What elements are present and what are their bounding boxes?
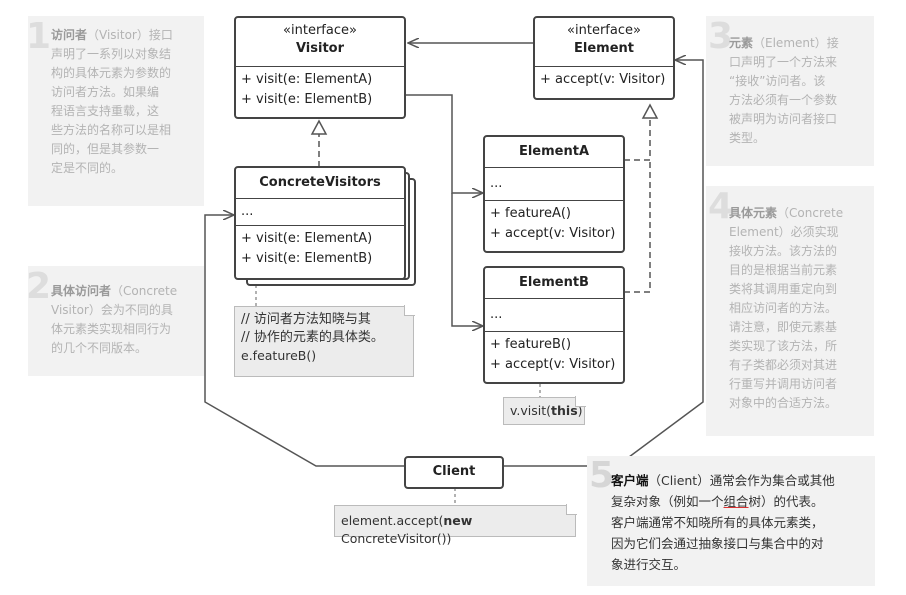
method-list: + visit(e: ElementA) + visit(e: ElementB… <box>236 66 404 113</box>
method: + accept(v: Visitor) <box>490 357 616 372</box>
class-name: ElementA <box>518 144 590 159</box>
note-text: 访问者（Visitor）接口 声明了一系列以对象结 构的具体元素为参数的 访问者… <box>51 28 173 175</box>
note-text: 元素（Element）接 口声明了一个方法来 “接收”访问者。该 方法必须有一个… <box>729 36 839 145</box>
note-term: 客户端 <box>611 473 649 488</box>
page-fold-icon <box>566 504 577 515</box>
note-term: 访问者 <box>51 28 88 42</box>
field-list: ... <box>485 167 623 200</box>
note-text: 具体元素（Concrete Element）必须实现 接收方法。该方法的 目的是… <box>729 206 844 410</box>
class-name: Client <box>432 464 476 479</box>
field-list: ... <box>236 198 404 225</box>
elementa-realization <box>624 118 651 161</box>
method: + visit(e: ElementB) <box>241 92 373 107</box>
client-box: Client <box>404 456 504 489</box>
method: + accept(v: Visitor) <box>490 226 616 241</box>
code-line: e.featureB() <box>241 348 317 363</box>
method: + featureA() <box>490 206 571 221</box>
note-text: 客户端（Client）通常会作为集合或其他 复杂对象（例如一个组合树）的代表。 … <box>611 473 835 572</box>
visitor-to-elementa-arrow <box>405 94 483 193</box>
page-fold-icon <box>575 396 586 407</box>
client-code-note: element.accept(new ConcreteVisitor()) <box>334 504 577 546</box>
elementb-realization <box>624 160 651 293</box>
class-name: Element <box>574 41 634 56</box>
note-concrete-element: 4 具体元素（Concrete Element）必须实现 接收方法。该方法的 目… <box>706 186 874 436</box>
class-name: Visitor <box>295 41 345 56</box>
note-term: 具体访问者 <box>51 284 112 298</box>
class-name: ElementB <box>519 275 589 290</box>
elementb-box: ElementB ... + featureB() + accept(v: Vi… <box>483 266 625 384</box>
method: + visit(e: ElementB) <box>241 251 373 266</box>
client-to-element-arrow <box>504 60 704 467</box>
note-element: 3 元素（Element）接 口声明了一个方法来 “接收”访问者。该 方法必须有… <box>706 16 874 166</box>
field: ... <box>241 204 254 219</box>
method: + visit(e: ElementA) <box>241 231 373 246</box>
stereotype-label: «interface» <box>283 23 357 38</box>
note-text: 具体访问者（Concrete Visitor）会为不同的具 体元素类实现相同行为… <box>51 284 178 355</box>
client-to-concretevisitors-arrow <box>204 215 404 467</box>
note-number: 1 <box>26 16 52 57</box>
method: + featureB() <box>490 337 572 352</box>
method-list: + featureA() + accept(v: Visitor) <box>485 200 623 247</box>
field: ... <box>490 307 503 322</box>
visitor-interface-box: «interface» Visitor + visit(e: ElementA)… <box>234 16 406 119</box>
composite-link[interactable]: 组合 <box>723 494 749 509</box>
method: + visit(e: ElementA) <box>241 72 373 87</box>
note-number: 4 <box>708 186 734 227</box>
element-realization-triangle <box>641 103 659 119</box>
method-list: + accept(v: Visitor) <box>535 66 673 93</box>
method: + accept(v: Visitor) <box>540 72 666 87</box>
method-list: + featureB() + accept(v: Visitor) <box>485 331 623 378</box>
stereotype-label: «interface» <box>567 23 641 38</box>
visitor-to-elementb-arrow <box>451 193 483 326</box>
field: ... <box>490 176 503 191</box>
page-fold-icon <box>404 305 415 316</box>
code-comment: // 协作的元素的具体类。 <box>241 330 384 345</box>
note-number: 5 <box>589 455 615 496</box>
note-number: 2 <box>26 266 52 307</box>
note-concrete-visitor: 2 具体访问者（Concrete Visitor）会为不同的具 体元素类实现相同… <box>26 266 204 376</box>
visitor-realization-triangle <box>310 119 328 135</box>
note-visitor: 1 访问者（Visitor）接口 声明了一系列以对象结 构的具体元素为参数的 访… <box>26 16 204 206</box>
note-term: 具体元素 <box>729 206 778 220</box>
concretevisitors-code-note: // 访问者方法知晓与其 // 协作的元素的具体类。 e.featureB() <box>234 305 415 377</box>
note-number: 3 <box>708 16 734 57</box>
method-list: + visit(e: ElementA) + visit(e: ElementB… <box>236 225 404 272</box>
code-comment: // 访问者方法知晓与其 <box>241 312 371 327</box>
elementa-box: ElementA ... + featureA() + accept(v: Vi… <box>483 135 625 253</box>
concretevisitors-box: ConcreteVisitors ... + visit(e: ElementA… <box>234 166 406 280</box>
class-name: ConcreteVisitors <box>259 175 381 190</box>
elementb-code-note: v.visit(this) <box>503 396 586 425</box>
field-list: ... <box>485 298 623 331</box>
note-term: 元素 <box>729 36 754 50</box>
element-interface-box: «interface» Element + accept(v: Visitor) <box>533 16 675 100</box>
note-client: 5 客户端（Client）通常会作为集合或其他 复杂对象（例如一个组合树）的代表… <box>587 456 875 586</box>
